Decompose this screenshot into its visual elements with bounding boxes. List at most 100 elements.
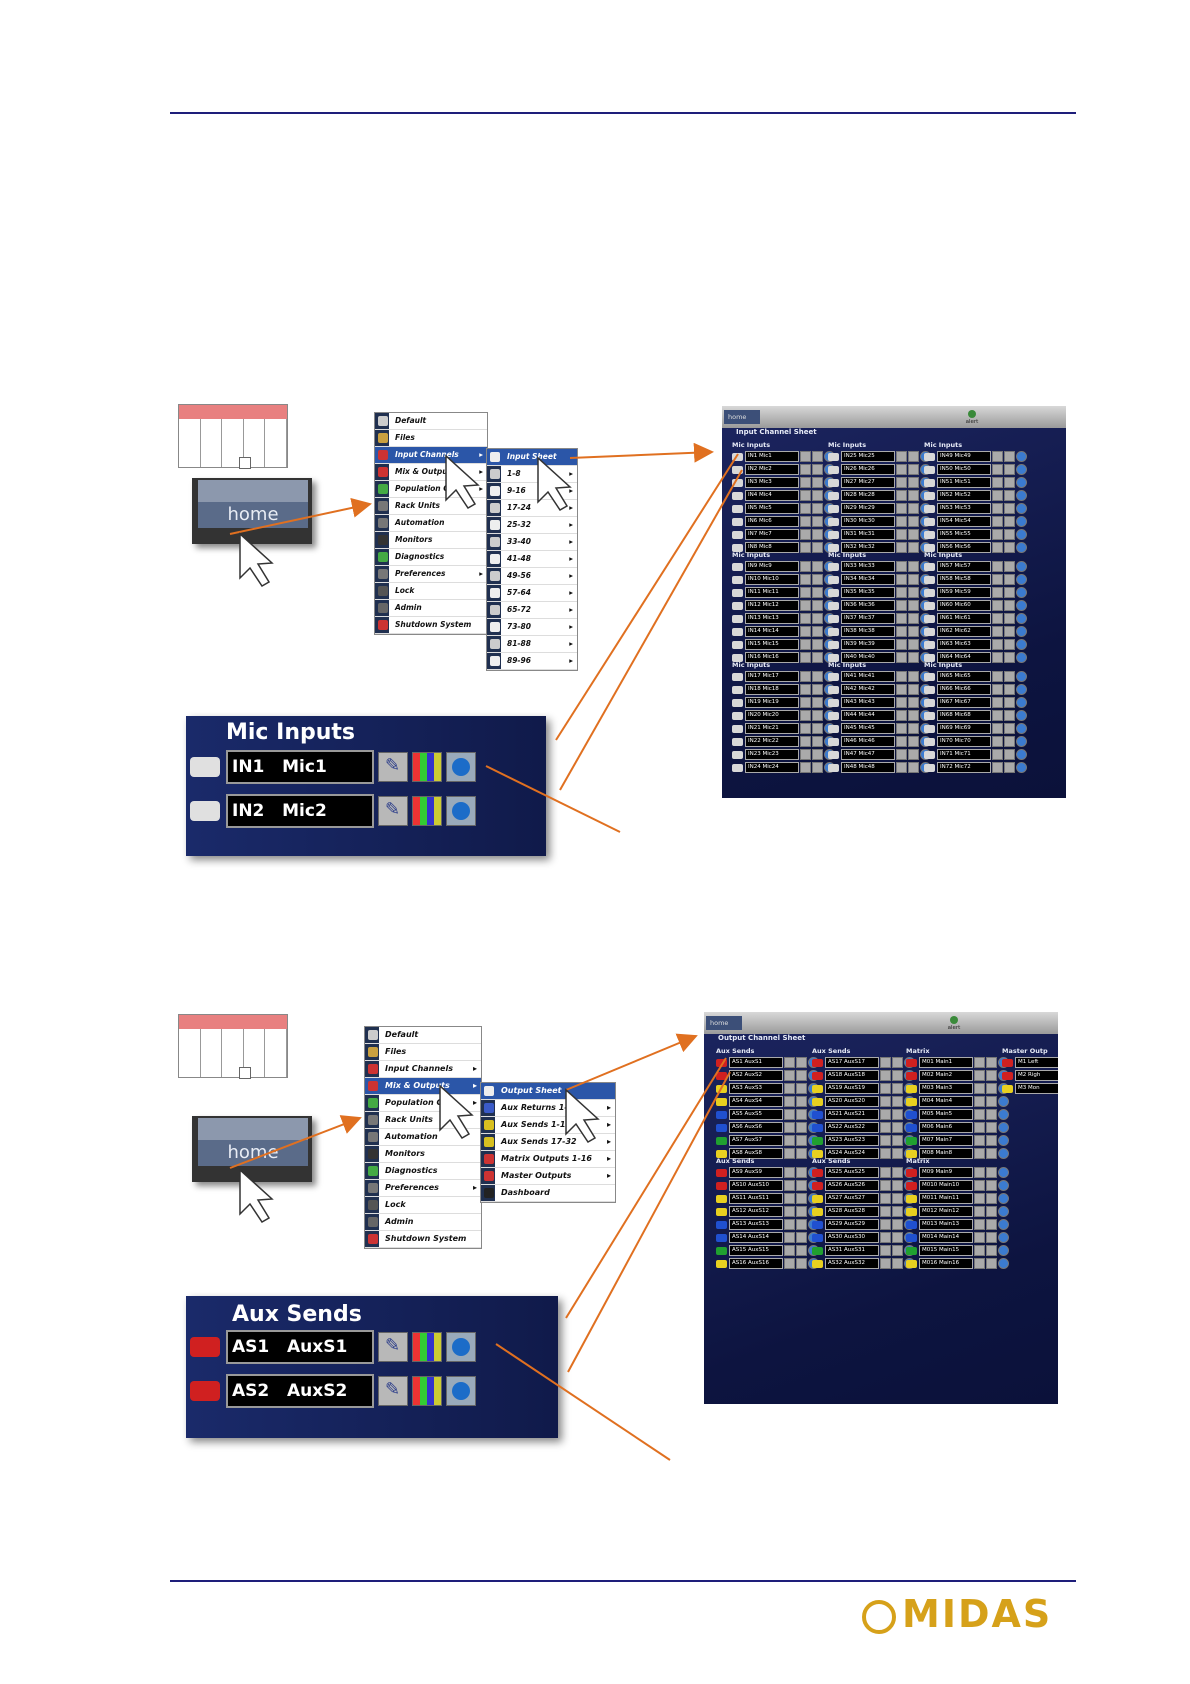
pencil-icon[interactable] <box>896 574 907 585</box>
channel-name[interactable]: AS16 AuxS16 <box>729 1258 783 1269</box>
channel-name[interactable]: AS3 AuxS3 <box>729 1083 783 1094</box>
pencil-icon[interactable] <box>896 516 907 527</box>
grid-icon[interactable] <box>812 542 823 553</box>
pencil-icon[interactable] <box>896 542 907 553</box>
power-icon[interactable] <box>446 1332 476 1362</box>
grid-icon[interactable] <box>908 561 919 572</box>
menu-item[interactable]: Diagnostics <box>365 1163 481 1180</box>
channel-name[interactable]: IN8 Mic8 <box>745 542 799 553</box>
grid-icon[interactable] <box>796 1083 807 1094</box>
grid-icon[interactable] <box>1004 529 1015 540</box>
menu-item[interactable]: Input Sheet <box>487 449 577 466</box>
grid-icon[interactable] <box>986 1122 997 1133</box>
grid-icon[interactable] <box>908 574 919 585</box>
channel-name[interactable]: IN18 Mic18 <box>745 684 799 695</box>
pencil-icon[interactable] <box>992 697 1003 708</box>
grid-icon[interactable] <box>1004 451 1015 462</box>
grid-icon[interactable] <box>1004 652 1015 663</box>
channel-name[interactable]: IN16 Mic16 <box>745 652 799 663</box>
pencil-icon[interactable] <box>896 736 907 747</box>
channel-name[interactable]: IN65 Mic65 <box>937 671 991 682</box>
power-icon[interactable] <box>998 1180 1009 1191</box>
channel-name[interactable]: M2 Righ <box>1015 1070 1058 1081</box>
pencil-icon[interactable] <box>800 736 811 747</box>
pencil-icon[interactable] <box>784 1193 795 1204</box>
pencil-icon[interactable] <box>880 1109 891 1120</box>
pencil-icon[interactable] <box>880 1167 891 1178</box>
grid-icon[interactable] <box>908 451 919 462</box>
channel-name[interactable]: M016 Main16 <box>919 1258 973 1269</box>
power-icon[interactable] <box>1016 671 1027 682</box>
channel-name[interactable]: M09 Main9 <box>919 1167 973 1178</box>
channel-name[interactable]: IN56 Mic56 <box>937 542 991 553</box>
grid-icon[interactable] <box>796 1122 807 1133</box>
grid-icon[interactable] <box>908 749 919 760</box>
channel-name[interactable]: IN72 Mic72 <box>937 762 991 773</box>
channel-name[interactable]: IN21 Mic21 <box>745 723 799 734</box>
channel-name[interactable]: IN1 Mic1 <box>226 750 374 784</box>
menu-item[interactable]: Default <box>365 1027 481 1044</box>
pencil-icon[interactable] <box>800 710 811 721</box>
pencil-icon[interactable] <box>974 1122 985 1133</box>
grid-icon[interactable] <box>796 1148 807 1159</box>
alert-indicator[interactable]: alert <box>956 410 988 426</box>
menu-item[interactable]: Automation <box>375 515 487 532</box>
channel-name[interactable]: IN49 Mic49 <box>937 451 991 462</box>
grid-icon[interactable] <box>412 752 442 782</box>
grid-icon[interactable] <box>812 464 823 475</box>
grid-icon[interactable] <box>796 1167 807 1178</box>
power-icon[interactable] <box>1016 464 1027 475</box>
channel-name[interactable]: M05 Main5 <box>919 1109 973 1120</box>
channel-name[interactable]: IN12 Mic12 <box>745 600 799 611</box>
home-button-zoom[interactable]: home <box>192 478 312 544</box>
channel-name[interactable]: IN29 Mic29 <box>841 503 895 514</box>
menu-item[interactable]: 49-56▸ <box>487 568 577 585</box>
pencil-icon[interactable] <box>896 639 907 650</box>
grid-icon[interactable] <box>892 1135 903 1146</box>
channel-name[interactable]: M013 Main13 <box>919 1219 973 1230</box>
channel-name[interactable]: AS7 AuxS7 <box>729 1135 783 1146</box>
menu-item[interactable]: Mix & Outputs▸ <box>375 464 487 481</box>
pencil-icon[interactable] <box>800 587 811 598</box>
channel-name[interactable]: IN5 Mic5 <box>745 503 799 514</box>
power-icon[interactable] <box>1016 451 1027 462</box>
pencil-icon[interactable] <box>974 1206 985 1217</box>
channel-name[interactable]: AS23 AuxS23 <box>825 1135 879 1146</box>
grid-icon[interactable] <box>986 1109 997 1120</box>
power-icon[interactable] <box>998 1219 1009 1230</box>
channel-name[interactable]: IN67 Mic67 <box>937 697 991 708</box>
grid-icon[interactable] <box>812 639 823 650</box>
channel-name[interactable]: AS28 AuxS28 <box>825 1206 879 1217</box>
channel-name[interactable]: IN70 Mic70 <box>937 736 991 747</box>
channel-name[interactable]: IN36 Mic36 <box>841 600 895 611</box>
grid-icon[interactable] <box>812 574 823 585</box>
grid-icon[interactable] <box>812 749 823 760</box>
channel-name[interactable]: AS10 AuxS10 <box>729 1180 783 1191</box>
channel-name[interactable]: AS26 AuxS26 <box>825 1180 879 1191</box>
grid-icon[interactable] <box>1004 762 1015 773</box>
pencil-icon[interactable] <box>800 723 811 734</box>
menu-item[interactable]: Preferences▸ <box>365 1180 481 1197</box>
channel-name[interactable]: AS14 AuxS14 <box>729 1232 783 1243</box>
grid-icon[interactable] <box>892 1206 903 1217</box>
pencil-icon[interactable] <box>896 600 907 611</box>
channel-name[interactable]: IN47 Mic47 <box>841 749 895 760</box>
channel-name[interactable]: M06 Main6 <box>919 1122 973 1133</box>
pencil-icon[interactable] <box>378 796 408 826</box>
sheet-home-tab[interactable]: home <box>706 1016 742 1030</box>
pencil-icon[interactable] <box>800 503 811 514</box>
pencil-icon[interactable] <box>784 1083 795 1094</box>
grid-icon[interactable] <box>812 736 823 747</box>
grid-icon[interactable] <box>1004 710 1015 721</box>
pencil-icon[interactable] <box>992 639 1003 650</box>
channel-name[interactable]: IN61 Mic61 <box>937 613 991 624</box>
pencil-icon[interactable] <box>800 529 811 540</box>
grid-icon[interactable] <box>1004 749 1015 760</box>
menu-item[interactable]: Default <box>375 413 487 430</box>
pencil-icon[interactable] <box>896 697 907 708</box>
channel-name[interactable]: IN23 Mic23 <box>745 749 799 760</box>
pencil-icon[interactable] <box>974 1148 985 1159</box>
pencil-icon[interactable] <box>784 1148 795 1159</box>
grid-icon[interactable] <box>892 1109 903 1120</box>
pencil-icon[interactable] <box>974 1070 985 1081</box>
